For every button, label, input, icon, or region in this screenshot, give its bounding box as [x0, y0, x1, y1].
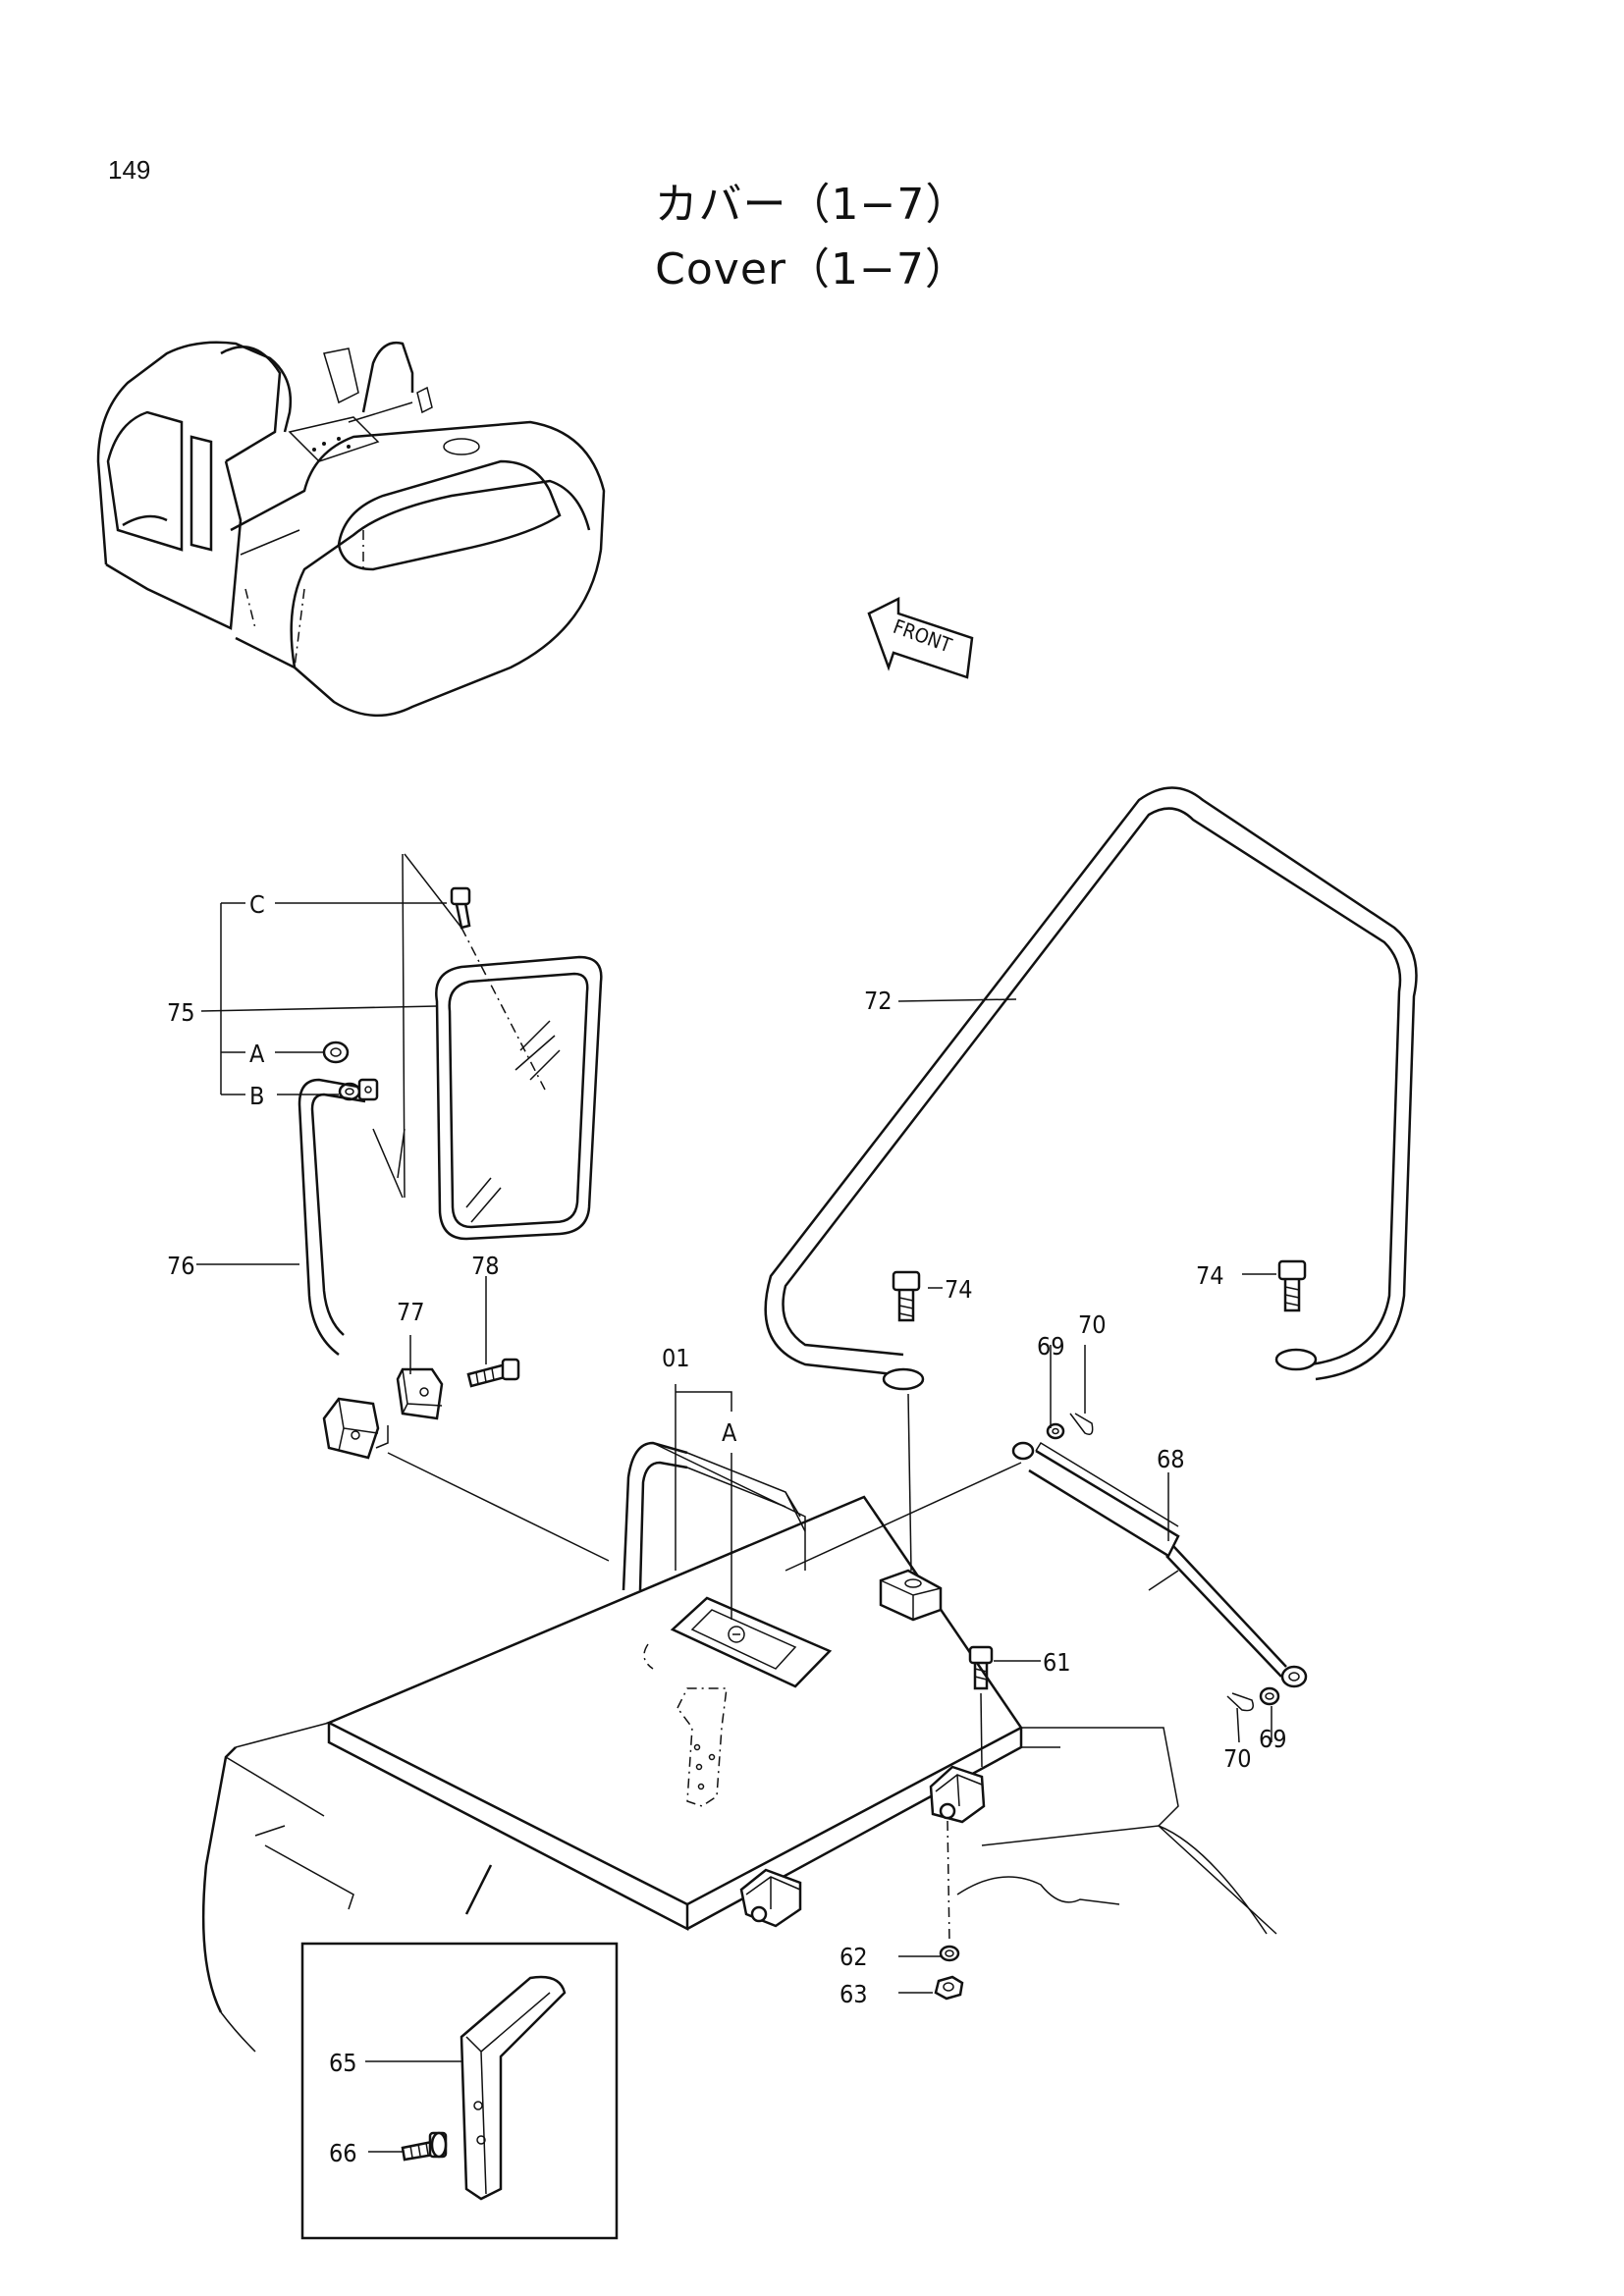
nut-63-icon — [934, 1975, 964, 2001]
callout-63: 63 — [839, 1980, 868, 2008]
callout-62: 62 — [839, 1943, 868, 1971]
callout-78: 78 — [471, 1252, 500, 1280]
callout-75: 75 — [167, 998, 195, 1027]
callout-69-upper: 69 — [1037, 1332, 1065, 1361]
callout-65: 65 — [329, 2049, 357, 2077]
page-number: 149 — [108, 155, 151, 185]
callout-70-upper: 70 — [1078, 1310, 1107, 1339]
callout-69-lower: 69 — [1259, 1725, 1287, 1753]
callout-76: 76 — [167, 1252, 195, 1280]
bolt-61-icon — [968, 1645, 994, 1768]
screw-c-icon — [450, 886, 471, 930]
group-letter-a-01: A — [722, 1418, 737, 1447]
nut-a-icon — [322, 1041, 350, 1064]
front-arrow-icon: FRONT — [867, 596, 974, 679]
callout-01: 01 — [662, 1344, 690, 1372]
washer-69-lower-icon — [1259, 1686, 1280, 1706]
machine-overview-illustration — [96, 341, 606, 718]
pin-70-upper-icon — [1069, 1413, 1094, 1435]
bolt-74-left — [892, 1270, 921, 1322]
page-title-japanese: カバー（1−7） — [654, 180, 970, 230]
callout-77: 77 — [397, 1298, 425, 1326]
callout-68: 68 — [1157, 1445, 1185, 1473]
callout-70-lower: 70 — [1223, 1744, 1252, 1773]
bolt-74-right — [1277, 1259, 1307, 1312]
callout-74-right: 74 — [1196, 1261, 1224, 1290]
callout-72: 72 — [864, 987, 893, 1015]
callout-74-left: 74 — [945, 1275, 973, 1304]
washer-69-upper-icon — [1046, 1422, 1065, 1440]
machine-body-outline — [201, 1722, 1277, 2053]
mirror-assembly — [298, 853, 610, 1562]
gas-spring-68 — [1011, 1441, 1308, 1688]
group-letter-b: B — [249, 1082, 264, 1110]
callout-66: 66 — [329, 2139, 357, 2167]
handrail-72 — [764, 786, 1418, 1391]
group-letter-c: C — [249, 890, 265, 919]
callout-leaders — [196, 902, 1276, 2153]
bolt-78-icon — [466, 1358, 520, 1388]
pin-70-lower-icon — [1226, 1692, 1254, 1712]
washer-62-icon — [939, 1945, 960, 1962]
page-title-english: Cover（1−7） — [655, 244, 969, 294]
callout-61: 61 — [1043, 1648, 1071, 1677]
group-letter-a: A — [249, 1040, 265, 1068]
detail-inset-box — [300, 1864, 619, 2240]
